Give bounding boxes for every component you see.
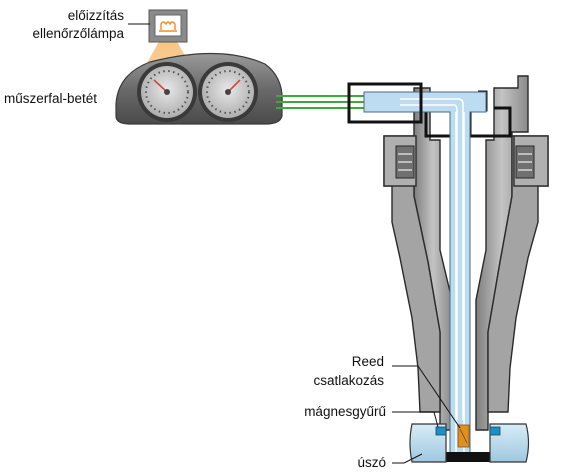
label-reed-line1: Reed <box>352 354 384 369</box>
leader-lines <box>128 23 461 464</box>
label-float: úszó <box>357 455 386 470</box>
reed-wire-b <box>400 104 458 420</box>
lamp-window <box>154 14 182 37</box>
glow-plug-icon <box>159 21 177 32</box>
label-lamp-line2: ellenőrzőlámpa <box>32 26 124 41</box>
housing-left-body <box>383 135 441 413</box>
reed-wire-a <box>400 98 464 420</box>
magnet-ring-left <box>435 426 447 436</box>
guide-tube <box>363 91 490 462</box>
label-reed-line2: csatlakozás <box>313 373 384 388</box>
label-instrument-cluster: műszerfal-betét <box>4 91 97 106</box>
float <box>409 423 530 463</box>
label-magnet-ring: mágnesgyűrű <box>304 404 386 419</box>
sensor-housing <box>383 75 549 431</box>
magnet-ring-right <box>489 426 501 436</box>
label-lamp-line1: előizzítás <box>68 8 125 23</box>
right-gauge <box>198 62 258 122</box>
left-gauge <box>137 62 197 122</box>
instrument-cluster <box>115 52 283 125</box>
tube-end-cap <box>444 452 490 462</box>
connector-box <box>347 82 423 124</box>
